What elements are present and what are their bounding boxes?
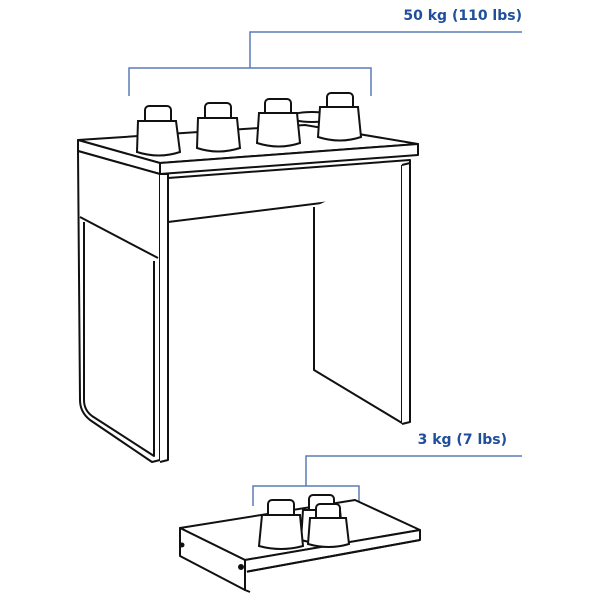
weight — [316, 92, 363, 142]
desk-weights — [135, 92, 363, 157]
weight — [195, 102, 242, 153]
weight — [306, 503, 351, 548]
drawer-load-bracket — [252, 455, 522, 506]
weight — [257, 499, 305, 550]
weight — [255, 98, 302, 148]
desk-load-bracket — [128, 31, 522, 96]
drawer-load-label: 3 kg (7 lbs) — [417, 432, 507, 448]
weight — [135, 105, 182, 157]
desk — [77, 124, 419, 463]
desk-load-label: 50 kg (110 lbs) — [403, 8, 522, 24]
drawer-weights — [257, 494, 351, 550]
